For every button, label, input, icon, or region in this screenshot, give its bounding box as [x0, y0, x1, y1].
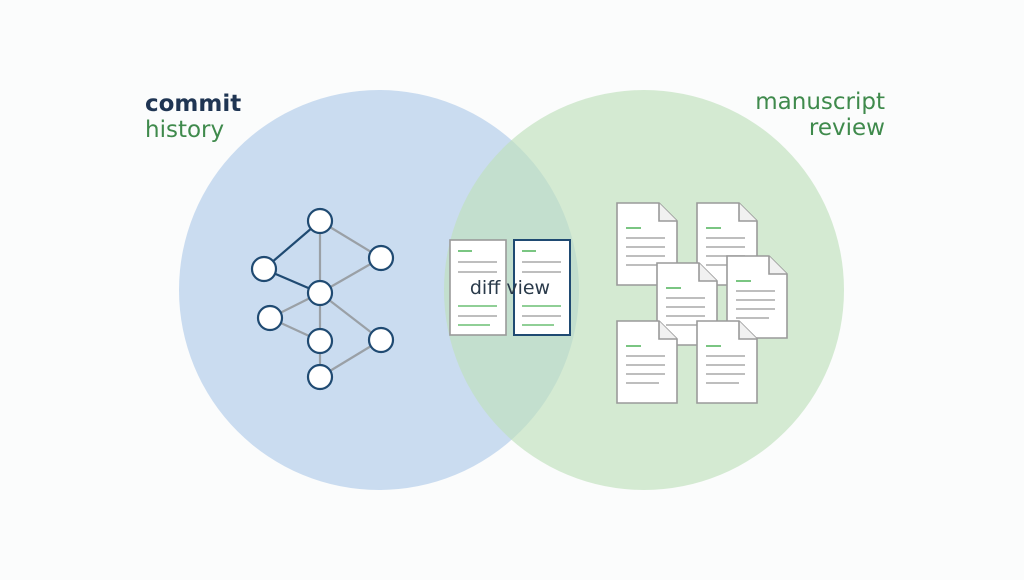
commit-node	[306, 327, 334, 355]
commit-node	[250, 255, 278, 283]
diff-view-label: diff view	[469, 277, 551, 299]
commit-history-label-line2: history	[145, 117, 225, 143]
manuscript-review-label-line1: manuscript	[755, 89, 885, 115]
commit-graph-icon	[250, 207, 395, 391]
commit-node	[306, 279, 334, 307]
commit-node	[367, 326, 395, 354]
diff-document-right	[513, 239, 571, 336]
commit-history-label-line1: commit	[145, 91, 242, 117]
manuscript-review-label-line2: review	[808, 115, 885, 141]
commit-node	[367, 244, 395, 272]
manuscript-review-label: manuscript review	[755, 89, 885, 141]
commit-node	[306, 363, 334, 391]
diff-document-icon	[449, 239, 571, 336]
diff-document-left	[449, 239, 507, 336]
commit-node	[256, 304, 284, 332]
commit-node	[306, 207, 334, 235]
commit-history-label: commit history	[145, 91, 241, 143]
